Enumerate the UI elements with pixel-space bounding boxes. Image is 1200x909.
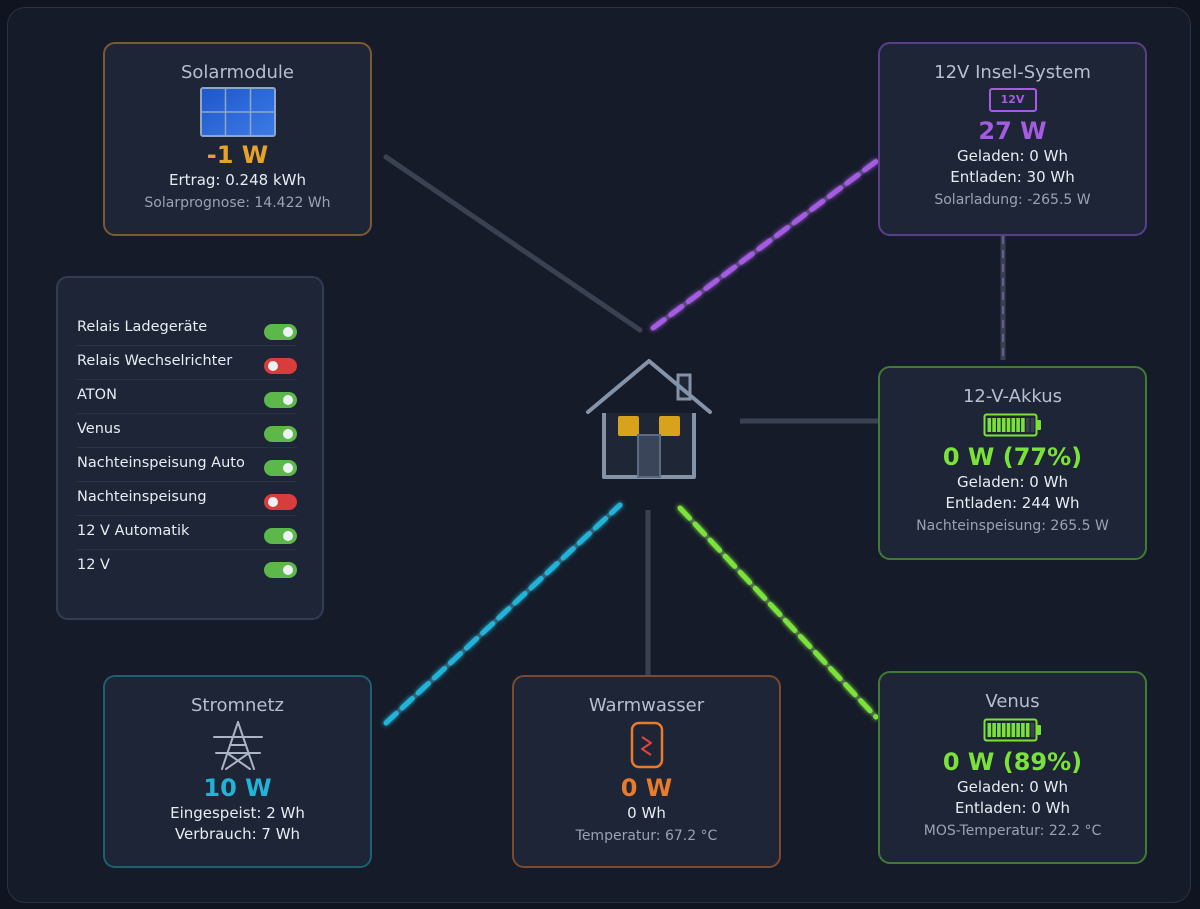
switch-label: ATON [77,387,117,403]
battery-cell [1025,723,1029,737]
switch-row-venus: Venus [77,418,297,448]
solar-card[interactable]: Solarmodule -1 W Ertrag: 0.248 kWh Solar… [103,42,372,236]
grid-fed-in: Eingespeist: 2 Wh [170,804,305,822]
water-power: 0 W [620,774,673,802]
battery-cell [1011,418,1015,432]
switch-row-relais-ladegeraete: Relais Ladegeräte [77,316,297,346]
switch-row-12v-automatik: 12 V Automatik [77,520,297,550]
grid-card[interactable]: Stromnetz 10 W Eingespeist: 2 Wh Verbrau… [103,675,372,868]
solar-flow-line [383,154,643,333]
switch-label: Nachteinspeisung Auto [77,455,245,471]
battery12-discharged: Entladen: 244 Wh [945,494,1080,512]
battery-cell [1020,723,1025,737]
battery12-charged: Geladen: 0 Wh [957,473,1068,491]
grid-power: 10 W [203,774,272,802]
toggle-12v-automatik[interactable] [264,528,297,544]
solar-power: -1 W [206,141,269,169]
battery-cell [1006,723,1010,737]
battery-cell [1025,418,1029,432]
solar-forecast: Solarprognose: 14.422 Wh [144,195,331,211]
island-flow-dash [650,157,881,331]
toggle-knob [283,463,293,473]
water-energy: 0 Wh [627,804,666,822]
12v-badge-label: 12V [1000,93,1025,106]
battery-cell [987,418,991,432]
battery-cell [1001,418,1005,432]
solar-yield: Ertrag: 0.248 kWh [169,171,306,189]
battery-cell [1015,723,1020,737]
toggle-aton[interactable] [264,392,297,408]
island-power: 27 W [978,117,1047,145]
toggle-relais-wechselrichter[interactable] [264,358,297,374]
water-title: Warmwasser [588,695,705,716]
switch-label: Nachteinspeisung [77,489,207,505]
switch-panel: Relais Ladegeräte Relais Wechselrichter … [56,276,324,620]
12v-badge-icon: 12V [988,88,1037,112]
battery-cell [1001,723,1005,737]
battery-cell [1030,723,1034,737]
grid-flow-dash [383,502,623,726]
island-discharged: Entladen: 30 Wh [950,168,1075,186]
switch-row-nachteinspeisung: Nachteinspeisung [77,486,297,516]
toggle-knob [283,565,293,575]
battery12-title: 12-V-Akkus [962,386,1063,407]
venus-mos-temp: MOS-Temperatur: 22.2 °C [923,823,1102,839]
battery-cell [1020,418,1025,432]
battery-cell [1030,418,1034,432]
toggle-nachteinspeisung-auto[interactable] [264,460,297,476]
switch-label: Relais Ladegeräte [77,319,208,335]
battery-cell [991,418,996,432]
water-temperature: Temperatur: 67.2 °C [575,828,718,844]
battery-cell [1011,723,1015,737]
house-icon [586,359,712,479]
toggle-12v[interactable] [264,562,297,578]
battery-cell [996,418,1001,432]
switch-row-aton: ATON [77,384,297,414]
switch-label: Relais Wechselrichter [77,353,233,369]
switch-label: 12 V [77,557,110,573]
toggle-knob [283,395,293,405]
island-solar-charge: Solarladung: -265.5 W [934,192,1091,208]
venus-card[interactable]: Venus 0 W (89%) Geladen: 0 Wh Entladen: … [878,671,1147,864]
battery-cell [996,723,1001,737]
solar-panel-icon [199,87,276,137]
power-pylon-icon [212,721,263,770]
venus-flow-dash [677,505,879,720]
toggle-venus[interactable] [264,426,297,442]
toggle-nachteinspeisung[interactable] [264,494,297,510]
toggle-knob [268,497,278,507]
battery-icon [983,413,1041,437]
venus-title: Venus [985,691,1040,712]
switch-row-nachteinspeisung-auto: Nachteinspeisung Auto [77,452,297,482]
island-charged: Geladen: 0 Wh [957,147,1068,165]
island-title: 12V Insel-System [934,62,1091,83]
switch-label: Venus [77,421,121,437]
toggle-knob [268,361,278,371]
switch-label: 12 V Automatik [77,523,190,539]
battery-cell [1015,418,1020,432]
battery12-power: 0 W (77%) [942,443,1083,471]
toggle-knob [283,327,293,337]
island-card[interactable]: 12V Insel-System 12V 27 W Geladen: 0 Wh … [878,42,1147,236]
toggle-knob [283,429,293,439]
water-heater-icon [630,721,663,769]
battery12-night-feed: Nachteinspeisung: 265.5 W [916,518,1109,534]
switch-row-12v: 12 V [77,554,297,584]
battery-cell [1006,418,1010,432]
venus-charged: Geladen: 0 Wh [957,778,1068,796]
water-card[interactable]: Warmwasser 0 W 0 Wh Temperatur: 67.2 °C [512,675,781,868]
venus-power: 0 W (89%) [942,748,1083,776]
venus-discharged: Entladen: 0 Wh [955,799,1070,817]
battery-cell [991,723,996,737]
battery-icon [983,718,1041,742]
grid-title: Stromnetz [190,695,285,716]
grid-consumption: Verbrauch: 7 Wh [174,825,301,843]
solar-title: Solarmodule [180,62,294,83]
toggle-relais-ladegeraete[interactable] [264,324,297,340]
battery12-card[interactable]: 12-V-Akkus 0 W (77%) Geladen: 0 Wh Entla… [878,366,1147,560]
toggle-knob [283,531,293,541]
switch-row-relais-wechselrichter: Relais Wechselrichter [77,350,297,380]
battery-cell [987,723,991,737]
